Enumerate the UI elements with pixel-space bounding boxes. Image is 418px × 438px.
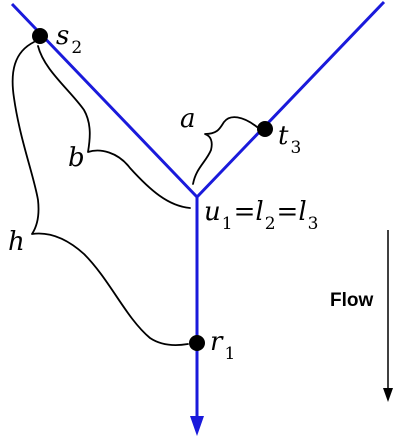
channel-network (10, 0, 386, 422)
brace-b-label: b (68, 143, 85, 173)
junction-eq-2: = (277, 197, 299, 227)
junction-l2-base: l (255, 197, 263, 227)
brace-b (37, 45, 191, 209)
outlet-arrowhead (190, 416, 204, 436)
junction-u-sub: 1 (222, 214, 233, 234)
label-r1-sub: 1 (224, 344, 235, 364)
label-s2-sub: 2 (71, 38, 82, 58)
right-tributary (195, 0, 386, 199)
label-junction: u1=l2=l3 (204, 197, 318, 234)
label-t3-sub: 3 (290, 138, 301, 158)
junction-u-base: u (204, 197, 221, 227)
junction-l2-sub: 2 (265, 214, 276, 234)
junction-l3-base: l (298, 197, 306, 227)
svg-text:t3: t3 (278, 121, 301, 158)
label-r1-base: r (210, 327, 224, 357)
flow-arrow (383, 230, 393, 402)
node-t3-dot (257, 121, 273, 137)
brace-h (11, 41, 189, 346)
junction-eq-1: = (234, 197, 256, 227)
svg-text:r1: r1 (210, 327, 235, 364)
label-s2-base: s (56, 21, 69, 51)
brace-a (192, 116, 258, 185)
svg-text:s2: s2 (56, 21, 82, 58)
flow-label: Flow (330, 290, 373, 311)
junction-l3-sub: 3 (308, 214, 319, 234)
svg-text:u1=l2=l3: u1=l2=l3 (204, 197, 318, 234)
label-t3-base: t (278, 121, 289, 151)
brace-a-label: a (180, 104, 196, 134)
brace-h-label: h (8, 227, 25, 257)
node-r1-dot (189, 335, 205, 351)
node-s2-dot (32, 28, 48, 44)
